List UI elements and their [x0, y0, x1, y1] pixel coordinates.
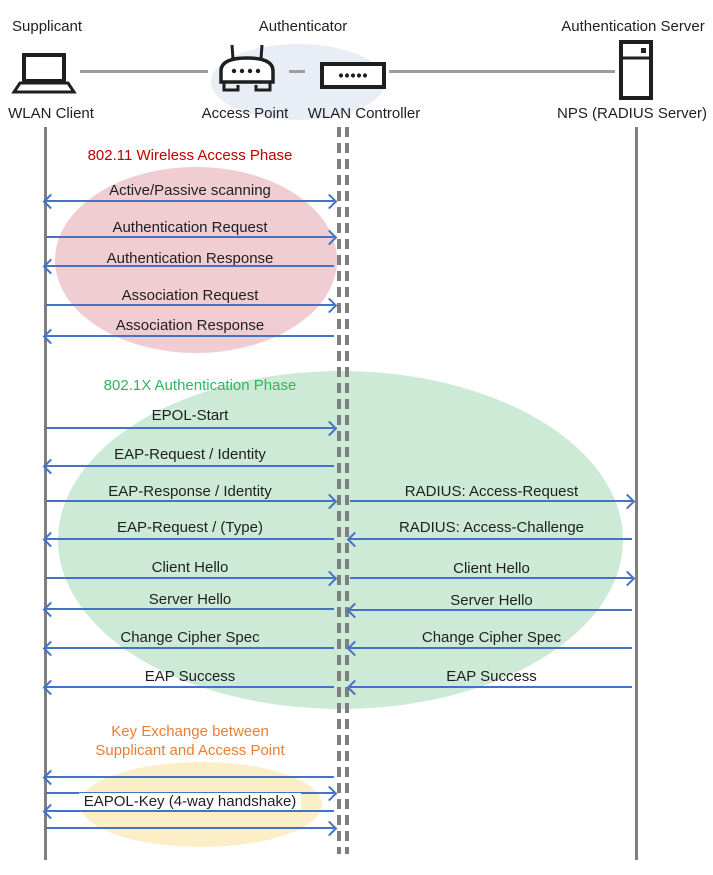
message-label: EPOL-Start [151, 407, 229, 424]
message-arrow-right [350, 577, 632, 579]
key-exchange-label-wrap: EAPOL-Key (4-way handshake) [45, 793, 335, 810]
lifeline-nps-server [635, 127, 638, 860]
lifeline-wlan-controller-right [345, 127, 349, 854]
device-label-wlan-client: WLAN Client [8, 105, 94, 122]
message-label: EAP Success [446, 668, 537, 685]
message-arrow-right [350, 500, 632, 502]
message-label: RADIUS: Access-Request [404, 483, 579, 500]
message-arrow-left [350, 686, 632, 688]
connector-controller-server [389, 70, 615, 73]
message-label: EAP-Request / Identity [114, 446, 266, 463]
key-exchange-arrow-left [46, 776, 334, 778]
connector-ap-controller [289, 70, 305, 73]
message-label: Association Response [115, 317, 265, 334]
device-label-wlan-controller: WLAN Controller [307, 105, 421, 122]
message-label: RADIUS: Access-Challenge [398, 519, 585, 536]
role-label-authentication-server: Authentication Server [561, 18, 705, 35]
device-label-access-point: Access Point [201, 105, 289, 122]
message-label: Server Hello [148, 591, 232, 608]
phase-title-8021x: 802.1X Authentication Phase [103, 377, 297, 394]
message-arrow-left [46, 538, 334, 540]
device-label-nps-radius-server: NPS (RADIUS Server) [556, 105, 708, 122]
message-arrow-both [46, 200, 334, 202]
message-label: Authentication Request [112, 219, 268, 236]
message-label: Client Hello [151, 559, 229, 576]
message-arrow-left [46, 647, 334, 649]
role-label-supplicant: Supplicant [12, 18, 83, 35]
message-arrow-right [46, 427, 334, 429]
wlan-controller-icon [320, 62, 386, 89]
key-exchange-arrow-right [46, 827, 334, 829]
lifeline-wlan-controller-left [337, 127, 341, 854]
role-label-authenticator: Authenticator [258, 18, 348, 35]
message-arrow-left [46, 608, 334, 610]
access-point-icon [218, 42, 276, 94]
message-arrow-left [350, 538, 632, 540]
message-arrow-right [46, 304, 334, 306]
message-label: Change Cipher Spec [120, 629, 260, 646]
message-arrow-left [46, 335, 334, 337]
phase-title-key-exchange-line1: Key Exchange between [111, 723, 269, 740]
message-arrow-right [46, 500, 334, 502]
message-arrow-left [46, 686, 334, 688]
message-label: Association Request [121, 287, 259, 304]
message-label: Client Hello [453, 560, 530, 577]
lifeline-wlan-client [44, 127, 47, 860]
laptop-icon [10, 52, 78, 96]
server-icon [619, 40, 653, 100]
message-arrow-left [46, 265, 334, 267]
connector-client-ap [80, 70, 208, 73]
message-arrow-left [350, 647, 632, 649]
message-arrow-left [350, 609, 632, 611]
key-exchange-label: EAPOL-Key (4-way handshake) [78, 793, 302, 810]
message-arrow-right [46, 236, 334, 238]
phase-title-key-exchange: Key Exchange between Supplicant and Acce… [45, 722, 335, 760]
key-exchange-arrow-left [46, 810, 334, 812]
message-label: EAP-Response / Identity [108, 483, 272, 500]
phase-title-key-exchange-line2: Supplicant and Access Point [95, 742, 285, 759]
message-label: Active/Passive scanning [109, 182, 271, 199]
message-label: EAP-Request / (Type) [117, 519, 263, 536]
message-label: Change Cipher Spec [421, 629, 562, 646]
phase-title-80211: 802.11 Wireless Access Phase [87, 147, 293, 164]
message-label: Server Hello [450, 592, 533, 609]
phase-ellipse-80211 [55, 167, 337, 353]
message-label: Authentication Response [106, 250, 274, 267]
message-label: EAP Success [144, 668, 236, 685]
message-arrow-left [46, 465, 334, 467]
message-arrow-right [46, 577, 334, 579]
